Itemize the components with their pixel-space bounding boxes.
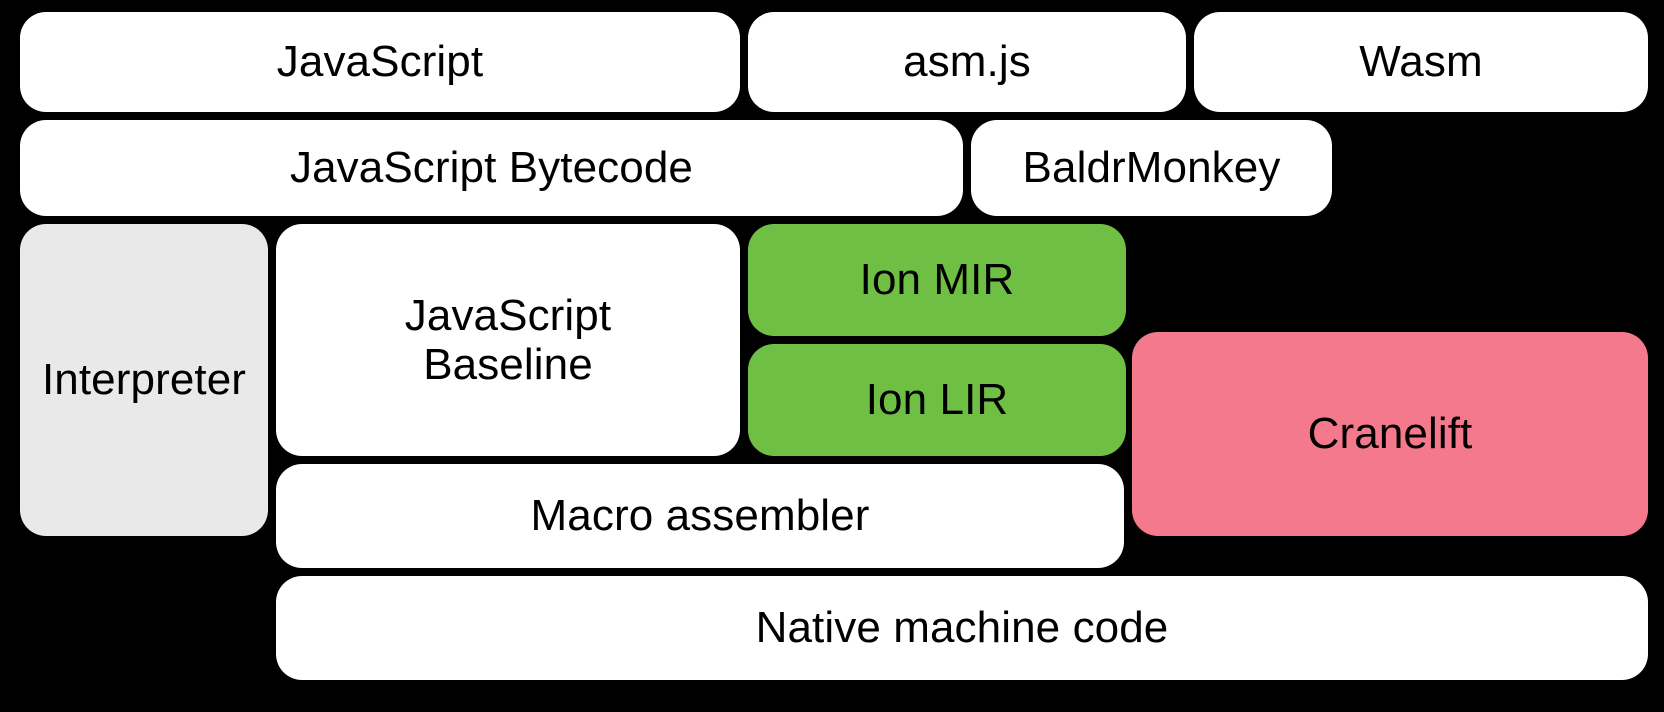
node-ion-lir[interactable]: Ion LIR: [748, 344, 1126, 456]
node-javascript-baseline[interactable]: JavaScript Baseline: [276, 224, 740, 456]
node-interpreter[interactable]: Interpreter: [20, 224, 268, 536]
node-ion-mir[interactable]: Ion MIR: [748, 224, 1126, 336]
node-wasm[interactable]: Wasm: [1194, 12, 1648, 112]
node-javascript[interactable]: JavaScript: [20, 12, 740, 112]
node-baldrmonkey[interactable]: BaldrMonkey: [971, 120, 1332, 216]
node-javascript-bytecode[interactable]: JavaScript Bytecode: [20, 120, 963, 216]
node-cranelift[interactable]: Cranelift: [1132, 332, 1648, 536]
node-macro-assembler[interactable]: Macro assembler: [276, 464, 1124, 568]
node-asmjs[interactable]: asm.js: [748, 12, 1186, 112]
node-native-machine-code[interactable]: Native machine code: [276, 576, 1648, 680]
